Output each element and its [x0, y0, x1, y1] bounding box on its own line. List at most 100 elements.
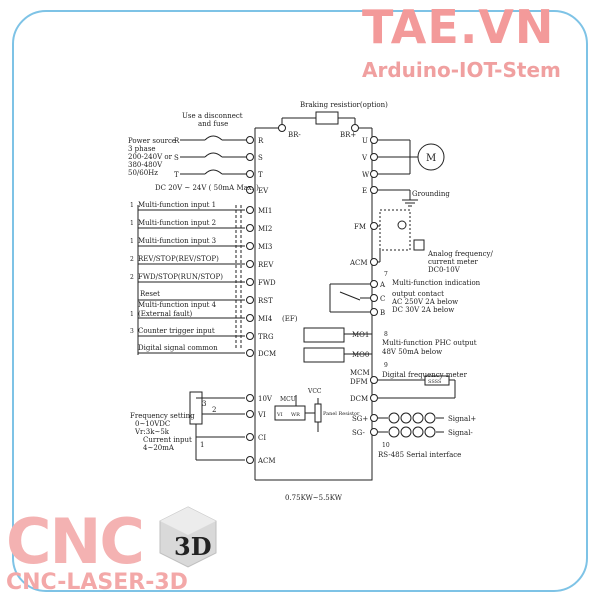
terminal-rst: RST: [258, 297, 273, 305]
source-label-3: 200-240V or: [128, 153, 173, 161]
terminal-c: C: [380, 295, 385, 303]
input-mark-1b: 1: [130, 220, 134, 227]
analog-meter-frame: [379, 209, 411, 251]
phc-label-1: Multi-function PHC output: [382, 339, 477, 347]
mcu-wr-tag: WR: [291, 412, 300, 418]
input-fwd-label: FWD/STOP(RUN/STOP): [138, 273, 223, 281]
pot-mark-2: 2: [212, 406, 216, 414]
power-range-label: 0.75KW~5.5KW: [285, 494, 343, 502]
terminal-mi3: MI3: [258, 243, 272, 251]
input-reset-label: Reset: [140, 290, 160, 298]
source-label-5: 50/60Hz: [128, 169, 158, 177]
terminal-acm-right: ACM: [349, 259, 368, 267]
output-mark-9: 9: [384, 362, 388, 369]
disconnect-label-2: and fuse: [198, 120, 228, 128]
terminal-mo0: MO0: [352, 351, 369, 359]
output-mark-10: 10: [382, 442, 390, 449]
ext-fault-label: (External fault): [138, 310, 193, 318]
terminal-mi2: MI2: [258, 225, 272, 233]
terminal-v: V: [361, 154, 368, 162]
panel-resistor: [314, 403, 322, 423]
terminal-mi4: MI4: [258, 315, 273, 323]
terminal-e: E: [362, 187, 367, 195]
pot-mark-1: 1: [200, 441, 204, 449]
output-mark-8: 8: [384, 331, 388, 338]
current-input-label: Current input: [143, 436, 192, 444]
terminal-mo1: MO1: [352, 331, 369, 339]
terminal-dfm: DFM: [350, 378, 368, 386]
terminal-rev: REV: [258, 261, 274, 269]
input-mark-2: 2: [130, 256, 134, 263]
terminal-a: A: [379, 281, 386, 289]
brand-logo-text: CNC: [6, 505, 145, 578]
terminal-sg-minus: SG-: [352, 429, 366, 437]
relay-label-1: Multi-function indication: [392, 279, 481, 287]
motor-symbol: M: [426, 153, 436, 164]
br-plus-label: BR+: [340, 131, 356, 139]
braking-label: Braking resistior(option): [300, 101, 388, 109]
vr-label: Vr:3k~5k: [134, 428, 170, 436]
input-rev-label: REV/STOP(REV/STOP): [138, 255, 219, 263]
input-mark-1: 1: [130, 202, 134, 209]
terminal-10v: 10V: [258, 395, 273, 403]
input-mark-1c: 1: [130, 238, 134, 245]
terminal-b: B: [380, 309, 385, 317]
brand-title: TAE.VN: [362, 0, 555, 54]
cube-badge-text: 3D: [174, 532, 212, 561]
terminal-dcm: DCM: [258, 350, 276, 358]
terminal-ev: EV: [258, 187, 269, 195]
phase-t-label: T: [174, 171, 179, 179]
common-label: Digital signal common: [138, 344, 218, 352]
fuse-s: [204, 152, 223, 158]
signal-plus-label: Signal+: [448, 415, 476, 423]
terminal-trg: TRG: [258, 333, 274, 341]
analog-meter-label-2: current meter: [428, 258, 479, 266]
grounding-label: Grounding: [412, 190, 450, 198]
analog-meter-label-3: DC0-10V: [428, 266, 461, 274]
terminal-fwd: FWD: [258, 279, 276, 287]
freq-setting-label: Frequency setting: [130, 412, 195, 420]
braking-resistor: [315, 111, 339, 125]
disconnect-label-1: Use a disconnect: [182, 112, 243, 120]
input-mark-2b: 2: [130, 274, 134, 281]
motor-circle: [417, 143, 445, 171]
phc-label-2: 48V 50mA below: [382, 348, 442, 356]
terminal-r: R: [258, 137, 264, 145]
dc-supply-label: DC 20V ~ 24V ( 50mA Max. ): [155, 184, 259, 192]
rs485-label: RS-485 Serial interface: [378, 451, 461, 459]
panel-resistor-label: Panel Resistor: [323, 411, 360, 417]
source-label-2: 3 phase: [128, 145, 156, 153]
brand-subtitle: Arduino-IOT-Stem: [362, 58, 561, 82]
fuse-t: [204, 169, 223, 175]
vcc-label: VCC: [307, 388, 322, 395]
terminal-acm: ACM: [257, 457, 276, 465]
terminal-w: W: [362, 171, 370, 179]
analog-meter-label-1: Analog frequency/: [427, 250, 493, 258]
terminal-u: U: [362, 137, 368, 145]
input-3-label: Multi-function input 3: [138, 237, 216, 245]
brand-logo-sub: CNC-LASER-3D: [6, 570, 188, 595]
terminal-ci: CI: [258, 434, 266, 442]
inverter-outline: [254, 128, 373, 481]
output-mark-7: 7: [384, 271, 388, 278]
terminal-mcm: MCM: [350, 369, 370, 377]
input-2-label: Multi-function input 2: [138, 219, 216, 227]
mcu-vi-tag: VI: [276, 412, 283, 418]
range-v-label: 0~10VDC: [135, 420, 170, 428]
relay-label-3: AC 250V 2A below: [391, 298, 458, 306]
signal-minus-label: Signal-: [448, 429, 473, 437]
analog-meter-icon: [413, 239, 425, 251]
terminal-mi1: MI1: [258, 207, 272, 215]
terminal-t: T: [258, 171, 263, 179]
range-i-label: 4~20mA: [143, 444, 175, 452]
source-label-4: 380-480V: [128, 161, 163, 169]
phase-s-label: S: [174, 154, 179, 162]
terminal-fm: FM: [354, 223, 366, 231]
terminal-sg-plus: SG+: [352, 415, 368, 423]
fuse-r: [204, 135, 223, 141]
counter-label: Counter trigger input: [138, 327, 215, 335]
input-1-label: Multi-function input 1: [138, 201, 216, 209]
terminal-ef: (EF): [282, 315, 298, 323]
mcu-label: MCU: [280, 396, 296, 403]
input-4-label: Multi-function input 4: [138, 301, 217, 309]
